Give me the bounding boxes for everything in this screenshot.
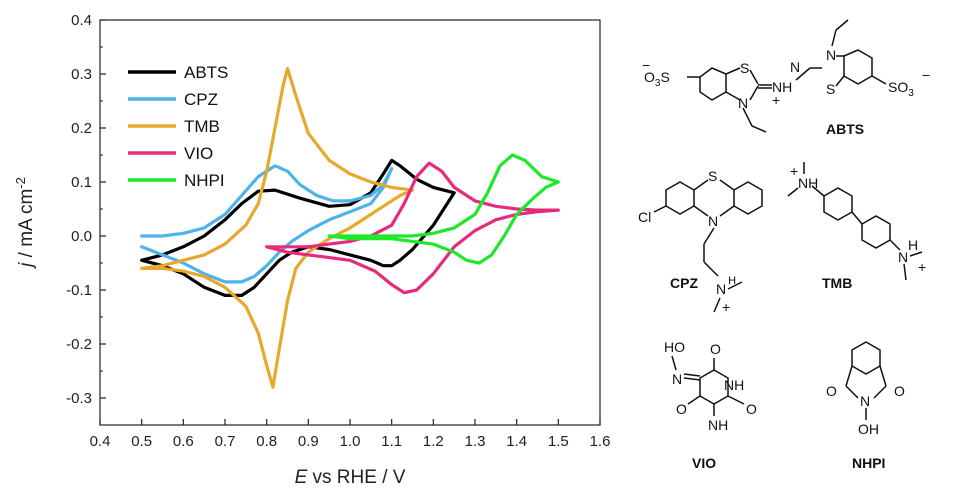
x-tick-label: 1.2	[423, 433, 444, 450]
svg-text:O: O	[826, 383, 837, 399]
x-tick-label: 0.5	[131, 433, 152, 450]
x-tick-label: 1.5	[548, 433, 569, 450]
x-tick-label: 1.3	[465, 433, 486, 450]
x-tick-label: 1.4	[506, 433, 527, 450]
svg-text:TMB: TMB	[822, 275, 852, 291]
series-tmb-curve	[140, 66, 415, 389]
svg-text:O3S: O3S	[644, 69, 670, 89]
x-tick-label: 1.0	[340, 433, 361, 450]
svg-text:CPZ: CPZ	[670, 275, 698, 291]
nhpi-structure: O O N OH NHPI	[826, 341, 905, 471]
x-axis-ticks: 0.4 0.5 0.6 0.7 0.8 0.9 1.0 1.1 1.2 1.3 1.4 1.5 1.6	[90, 419, 611, 450]
svg-text:+: +	[772, 92, 780, 108]
series-cpz-curve	[140, 164, 394, 284]
x-tick-label: 0.9	[298, 433, 319, 450]
y-tick-label: 0.3	[71, 66, 92, 83]
series-abts-curve	[140, 158, 456, 297]
y-tick-label: 0.2	[71, 120, 92, 137]
svg-text:NH: NH	[708, 417, 728, 433]
svg-text:NH: NH	[716, 275, 736, 297]
svg-text:+: +	[790, 163, 798, 179]
svg-text:VIO: VIO	[692, 455, 716, 471]
y-tick-label: 0.4	[71, 12, 92, 29]
svg-text:N: N	[898, 249, 908, 265]
svg-text:N: N	[708, 213, 718, 229]
svg-text:ABTS: ABTS	[826, 121, 864, 137]
svg-text:O: O	[676, 401, 687, 417]
svg-text:N: N	[790, 59, 800, 75]
y-axis-ticks: -0.3 -0.2 -0.1 0.0 0.1 0.2 0.3 0.4	[66, 12, 106, 426]
svg-text:NH: NH	[772, 79, 792, 95]
svg-text:N: N	[826, 47, 836, 63]
legend: ABTS CPZ TMB VIO NHPI	[128, 63, 228, 190]
y-tick-label: -0.1	[66, 282, 92, 299]
legend-label-abts: ABTS	[184, 63, 228, 82]
svg-text:O: O	[746, 401, 757, 417]
svg-text:−: −	[642, 57, 650, 73]
plot-frame	[99, 19, 601, 426]
series-nhpi-curve	[327, 153, 560, 265]
svg-text:Cl: Cl	[638, 209, 651, 225]
molecular-structures: − O3S S N NH + N N S SO3 − ABTS S	[638, 19, 930, 471]
x-tick-label: 1.1	[381, 433, 402, 450]
x-axis-label: E vs RHE / V	[295, 467, 406, 488]
svg-text:NH: NH	[798, 175, 818, 191]
svg-text:O: O	[710, 341, 721, 357]
svg-text:S: S	[740, 60, 749, 76]
y-tick-label: 0.0	[71, 228, 92, 245]
svg-text:+: +	[722, 299, 730, 315]
y-tick-label: -0.2	[66, 336, 92, 353]
svg-text:OH: OH	[858, 421, 879, 437]
cv-chart: -0.3 -0.2 -0.1 0.0 0.1 0.2 0.3 0.4 0.4 0.5 0.6 0.7…	[13, 12, 610, 488]
abts-structure: − O3S S N NH + N N S SO3 − ABTS	[642, 19, 930, 137]
legend-label-nhpi: NHPI	[184, 171, 225, 190]
legend-label-tmb: TMB	[184, 117, 220, 136]
svg-text:N: N	[672, 371, 682, 387]
svg-text:H: H	[908, 237, 918, 253]
svg-text:SO3: SO3	[888, 79, 914, 99]
cv-curves	[140, 66, 560, 389]
svg-text:−: −	[922, 67, 930, 83]
series-vio-curve	[265, 161, 560, 295]
x-tick-label: 0.4	[90, 433, 111, 450]
svg-text:S: S	[826, 81, 835, 97]
vio-structure: HO N O NH O NH O VIO	[664, 339, 757, 471]
svg-text:S: S	[708, 168, 717, 184]
legend-label-vio: VIO	[184, 144, 213, 163]
svg-text:+: +	[918, 259, 926, 275]
svg-text:O: O	[894, 383, 905, 399]
y-axis-label: j / mA cm-2	[13, 177, 37, 270]
x-tick-label: 1.6	[590, 433, 611, 450]
x-tick-label: 0.6	[173, 433, 194, 450]
y-tick-label: -0.3	[66, 390, 92, 407]
svg-text:HO: HO	[664, 339, 685, 355]
legend-label-cpz: CPZ	[184, 90, 218, 109]
svg-text:NHPI: NHPI	[852, 455, 885, 471]
svg-text:N: N	[860, 393, 870, 409]
x-tick-label: 0.7	[215, 433, 236, 450]
x-tick-label: 0.8	[256, 433, 277, 450]
svg-text:N: N	[738, 95, 748, 111]
svg-text:NH: NH	[724, 377, 744, 393]
y-tick-label: 0.1	[71, 174, 92, 191]
tmb-structure: + NH N H + TMB	[787, 162, 926, 291]
